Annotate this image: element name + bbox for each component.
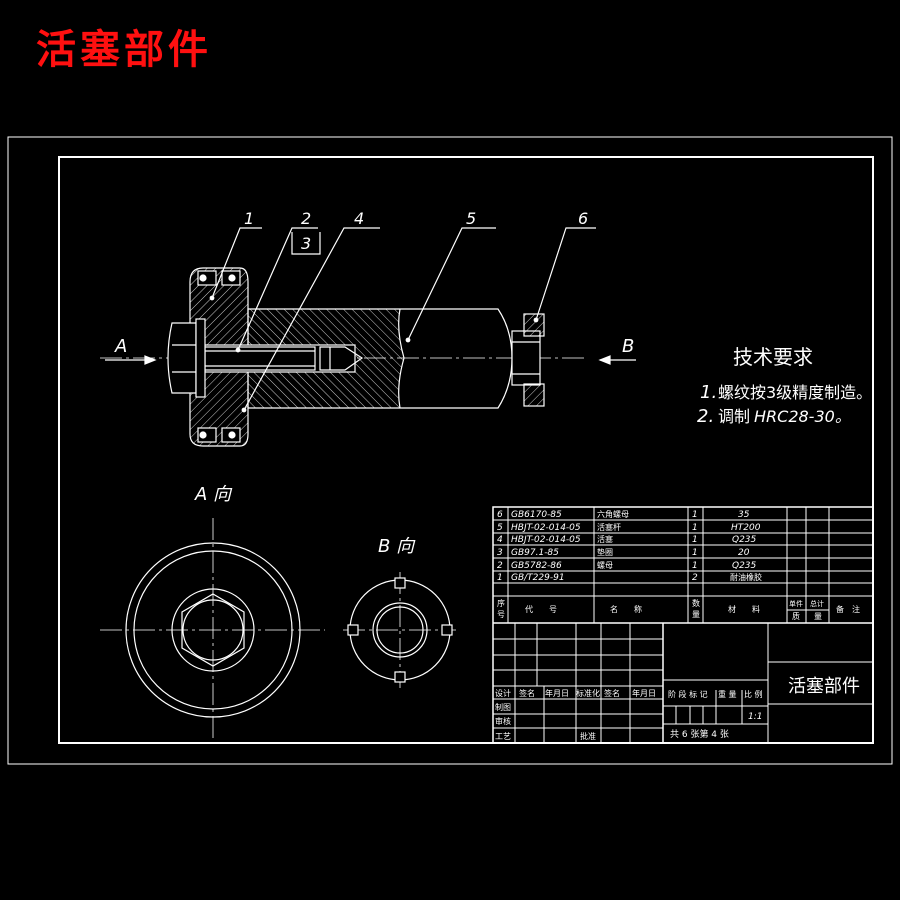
washer [195, 318, 206, 398]
drawing-text: GB6170-85 [511, 510, 562, 520]
drawing-text: 序 [497, 598, 505, 608]
drawing-text: 量 [692, 610, 700, 619]
drawing-text: 量 [814, 612, 822, 621]
view-b [343, 572, 456, 688]
tech-line2-spec: HRC28-30。 [754, 407, 851, 426]
drawing-text: HBJT-02-014-05 [511, 535, 581, 545]
leader-label-3: 3 [301, 234, 311, 253]
drawing-text: 5 [497, 523, 503, 533]
drawing-text: 1:1 [748, 712, 762, 722]
drawing-text: HT200 [731, 523, 761, 533]
drawing-text: 1 [692, 561, 698, 571]
drawing-text: 重 量 [718, 689, 737, 699]
view-b-label: B 向 [378, 536, 416, 557]
arrow-label-a: A [114, 336, 127, 357]
drawing-text: 质 [792, 611, 800, 621]
drawing-text: 数 [692, 598, 700, 608]
outer-frame [7, 136, 893, 765]
drawing-text: 2 [497, 561, 503, 571]
technical-requirements: 技术要求 1. 螺纹按3级精度制造。 2. 调制 HRC28-30。 [697, 345, 872, 427]
drawing-text: 名 称 [610, 604, 642, 614]
drawing-text: 审核 [495, 716, 511, 726]
assembly-section-view [100, 227, 636, 447]
leader-labels: 1 2 3 4 5 6 A B [114, 209, 634, 357]
drawing-text: 螺母 [597, 560, 613, 570]
drawing-text: 阶 段 标 记 [668, 689, 708, 699]
parts-row: 2 GB5782-86 螺母 1 Q235 [497, 560, 757, 571]
drawing-text: 1 [692, 535, 698, 545]
drawing-text: Q235 [732, 561, 757, 571]
drawing-text: GB/T229-91 [511, 573, 565, 583]
drawing-text: 垫圈 [597, 547, 613, 557]
drawing-text: 备 注 [836, 604, 860, 614]
view-a [100, 518, 325, 742]
arrow-label-b: B [622, 336, 634, 357]
parts-header: 序 号 代 号 名 称 数 量 材 料 单件 质 总计 量 备 注 [497, 598, 860, 621]
drawing-text: 签名 [604, 688, 620, 698]
drawing-text: 1 [497, 573, 503, 583]
drawing-text: 年月日 [632, 688, 656, 698]
drawing-text: 活塞杆 [597, 522, 621, 532]
drawing-text: 4 [497, 535, 503, 545]
title-block-labels: 设计 签名 年月日 标准化 签名 年月日 制图 审核 工艺 批准 阶 段 标 记… [495, 676, 860, 741]
nut-body [511, 330, 541, 386]
drawing-text: 共 6 张第 4 张 [670, 728, 729, 740]
drawing-text: 1 [692, 548, 698, 558]
drawing-text: 工艺 [495, 732, 511, 741]
tech-line2-num: 2. [697, 406, 714, 427]
tech-line1-text: 螺纹按3级精度制造。 [718, 383, 872, 402]
parts-row: 6 GB6170-85 六角螺母 1 35 [497, 509, 750, 520]
drawing-text: 号 [497, 610, 505, 619]
tech-line1-num: 1. [700, 382, 717, 403]
drawing-text: GB97.1-85 [511, 548, 559, 558]
drawing-text: 活塞 [597, 534, 613, 544]
drawing-text: 签名 [519, 688, 535, 698]
bolt-tip [319, 346, 364, 371]
drawing-text: 35 [738, 510, 750, 520]
drawing-text: 制图 [495, 702, 511, 712]
tech-line2-text: 调制 [718, 407, 750, 426]
title-block-title: 活塞部件 [788, 676, 860, 697]
drawing-text: 1 [692, 523, 698, 533]
drawing-text: 材 料 [728, 604, 760, 614]
drawing-text: 1 [692, 510, 698, 520]
leader-label-6: 6 [578, 209, 588, 228]
parts-row: 1 GB/T229-91 2 耐油橡胶 [497, 572, 762, 583]
drawing-text: Q235 [732, 535, 757, 545]
leader-label-2: 2 [301, 209, 311, 228]
nut-bottom [523, 383, 545, 407]
view-a-label: A 向 [194, 484, 233, 505]
inner-frame [58, 156, 874, 744]
drawing-text: 设计 [495, 688, 511, 698]
drawing-heading: 活塞部件 [36, 26, 212, 73]
drawing-text: 耐油橡胶 [730, 572, 762, 582]
drawing-text: 20 [738, 548, 750, 558]
drawing-text: 比 例 [744, 689, 763, 699]
parts-row: 5 HBJT-02-014-05 活塞杆 1 HT200 [497, 522, 761, 533]
title-block-grid [492, 506, 874, 744]
drawing-text: 代 号 [525, 604, 557, 614]
drawing-text: HBJT-02-014-05 [511, 523, 581, 533]
tech-title: 技术要求 [733, 345, 813, 369]
parts-list: 6 GB6170-85 六角螺母 1 35 5 HBJT-02-014-05 活… [497, 509, 860, 621]
nut-top [523, 313, 545, 337]
leader-label-1: 1 [244, 209, 254, 228]
drawing-text: 6 [497, 510, 503, 520]
parts-row: 4 HBJT-02-014-05 活塞 1 Q235 [497, 534, 757, 545]
drawing-text: 3 [497, 548, 503, 558]
drawing-text: 六角螺母 [597, 509, 629, 519]
drawing-text: 年月日 [545, 688, 569, 698]
drawing-text: 标准化 [576, 688, 600, 698]
drawing-text: 批准 [580, 731, 596, 741]
parts-row: 3 GB97.1-85 垫圈 1 20 [497, 547, 750, 558]
leader-label-4: 4 [354, 209, 364, 228]
drawing-text: GB5782-86 [511, 561, 562, 571]
drawing-text: 单件 [789, 599, 803, 608]
drawing-text: 总计 [810, 599, 824, 608]
drawing-text: 2 [692, 573, 698, 583]
bolt-head [167, 322, 197, 394]
leader-label-5: 5 [466, 209, 476, 228]
